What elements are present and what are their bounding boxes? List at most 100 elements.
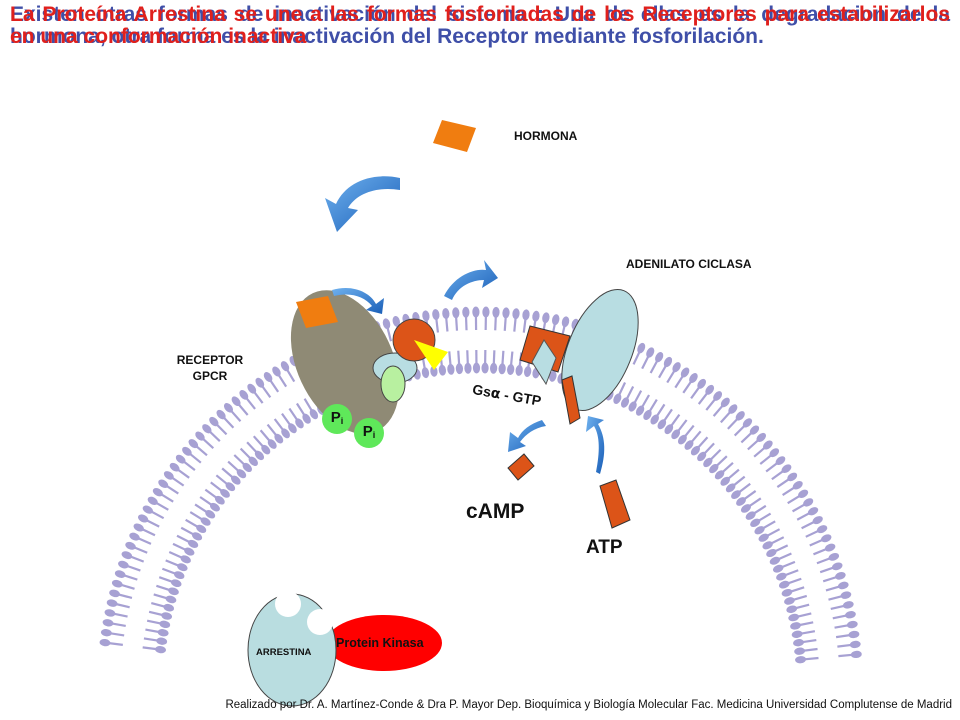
label-adenilato-ciclasa: ADENILATO CICLASA [626,257,752,271]
lipid-head [561,316,570,328]
lipid-head [177,563,188,572]
lipid-head [161,612,173,620]
lipid-head [620,397,630,408]
lipid-head [790,622,801,630]
lipid-head [102,619,114,627]
lipid-head [498,363,506,375]
lipid-head [664,424,674,435]
lipid-head [492,306,500,318]
lipid-head [735,411,745,421]
lipid-head [163,471,174,480]
lipid-head [844,611,856,619]
lipid-head [742,418,753,428]
lipid-head [142,505,153,514]
lipid-head [731,490,741,500]
lipid-head [842,601,854,609]
lipid-head [778,580,790,589]
lipid-head [772,564,784,573]
lipid-head [522,309,530,321]
lipid-head [202,424,212,434]
lipid-head [248,456,258,466]
lipid-head [205,510,216,519]
lipid-head [680,367,690,378]
phosphate-2: Pi [354,418,384,448]
lipid-head [231,396,241,407]
lipid-head [175,454,186,464]
lipid-head [156,637,168,645]
label-receptor-line2: GPCR [192,369,228,383]
lipid-head [216,409,226,420]
lipid-head [184,547,195,556]
lipid-head [725,483,736,493]
lipid-head [155,646,167,654]
lipid-head [472,306,480,318]
lipid-head [523,366,532,378]
lipid-head [438,364,447,376]
lipid-head [191,532,203,541]
lipid-head [816,525,828,534]
gtp-wedge [531,339,557,386]
lipid-head [121,551,133,560]
lipid-head [309,409,319,420]
lipid-head [255,377,265,388]
lipid-head [750,518,761,528]
hormone-bound [296,296,338,328]
camp-molecule [507,453,535,481]
lipid-head [849,640,861,649]
lipid-head [720,476,731,486]
lipid-head [781,588,793,597]
lipid-head [129,532,140,541]
lipid-head [125,541,136,550]
lipid-head [421,367,430,379]
lipid-head [628,401,637,412]
lipid-head [756,432,766,442]
lipid-head [99,638,111,647]
g-protein-gamma [380,365,406,403]
lipid-head [754,526,765,535]
lipid-head [663,356,673,368]
lipid-head [766,548,777,557]
lipid-head [776,572,787,581]
lipid-head [672,362,681,373]
lipid-head [781,464,792,474]
lipid-head [188,439,199,449]
lipid-head [507,363,515,375]
phosphate-1-sub: i [340,416,344,426]
label-arrestina: ARRESTINA [256,647,312,658]
arrow-atp-input [586,416,605,474]
lipid-head [795,656,807,664]
lipid-head [280,361,290,372]
lipid-head [502,307,510,319]
lipid-head [267,439,277,449]
lipid-head [242,462,252,473]
lipid-head [549,370,557,382]
lipid-head [848,630,860,639]
lipid-head [106,599,118,607]
lipid-head [254,450,265,461]
lipid-head [104,609,116,617]
lipid-head [182,446,192,456]
cyclase-catalytic [561,375,581,425]
arrow-activation [332,287,384,314]
lipid-head [745,511,756,520]
lipid-head [482,306,490,318]
lipid-head [223,403,234,413]
lipid-head [481,362,489,374]
atp-molecule [599,479,631,529]
lipid-head [239,390,249,400]
lipid-head [846,620,858,629]
lipid-head [152,488,163,497]
title-back-text: Existen otras formas de inactivación del… [10,3,950,48]
footer-credits: Realizado por Dr. A. Martínez-Conde & Dr… [225,699,952,711]
arrow-gprotein-move [444,260,498,300]
lipid-head [787,472,798,482]
lipid-head [196,524,207,534]
lipid-head [720,397,730,408]
lipid-head [209,416,219,427]
lipid-head [635,405,645,416]
lipid-head [728,404,738,414]
lipid-head [697,378,707,389]
lipid-head [690,445,700,456]
lipid-head [159,620,171,629]
lipid-head [824,543,836,552]
